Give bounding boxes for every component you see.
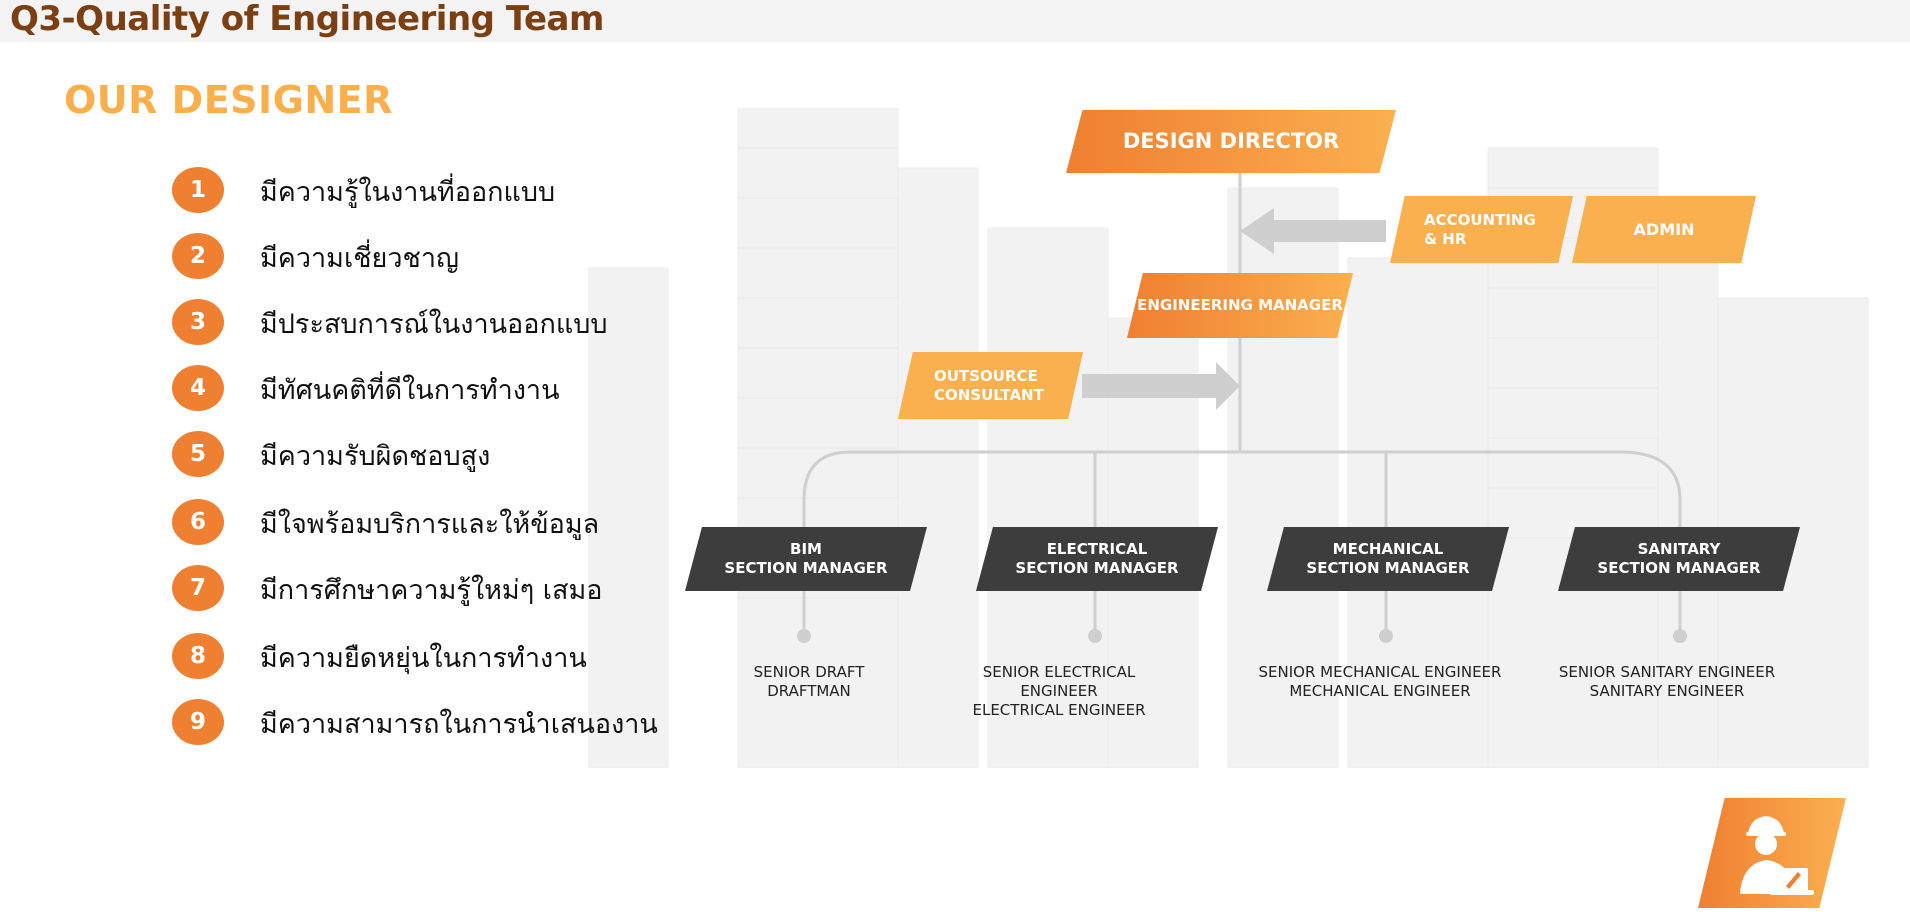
corner-badge bbox=[1698, 798, 1846, 908]
quality-text: มีความยืดหยุ่นในการทำงาน bbox=[260, 643, 587, 674]
electrical-section-box: ELECTRICAL SECTION MANAGER bbox=[976, 527, 1218, 591]
box-label: SANITARY SECTION MANAGER bbox=[1597, 540, 1761, 577]
page-title: Q3-Quality of Engineering Team bbox=[10, 0, 604, 39]
quality-text: มีใจพร้อมบริการและให้ข้อมูล bbox=[260, 509, 600, 540]
quality-text: มีความสามารถในการนำเสนองาน bbox=[260, 709, 658, 740]
box-label: ENGINEERING MANAGER bbox=[1137, 296, 1343, 315]
sanitary-roles-text: SENIOR SANITARY ENGINEER SANITARY ENGINE… bbox=[1558, 663, 1776, 700]
list-item: 8 มีความยืดหยุ่นในการทำงาน bbox=[172, 630, 692, 682]
quality-text: มีความเชี่ยวชาญ bbox=[260, 243, 460, 274]
box-label: ACCOUNTING & HR bbox=[1424, 210, 1536, 248]
list-item: 5 มีความรับผิดชอบสูง bbox=[172, 428, 692, 480]
box-label: ADMIN bbox=[1633, 219, 1695, 239]
quality-text: มีการศึกษาความรู้ใหม่ๆ เสมอ bbox=[260, 575, 603, 606]
box-label: MECHANICAL SECTION MANAGER bbox=[1306, 540, 1470, 577]
list-item: 3 มีประสบการณ์ในงานออกแบบ bbox=[172, 296, 692, 348]
list-item: 6 มีใจพร้อมบริการและให้ข้อมูล bbox=[172, 496, 692, 548]
outsource-consultant-box: OUTSOURCE CONSULTANT bbox=[898, 352, 1083, 419]
accounting-hr-box: ACCOUNTING & HR bbox=[1390, 196, 1573, 263]
quality-text: มีความรับผิดชอบสูง bbox=[260, 441, 491, 472]
header-bar: Q3-Quality of Engineering Team bbox=[0, 0, 1910, 42]
node-dot bbox=[1379, 629, 1393, 643]
quality-text: มีความรู้ในงานที่ออกแบบ bbox=[260, 177, 556, 208]
mechanical-roles-text: SENIOR MECHANICAL ENGINEER MECHANICAL EN… bbox=[1258, 663, 1502, 700]
quality-text: มีประสบการณ์ในงานออกแบบ bbox=[260, 309, 608, 340]
node-dot bbox=[797, 629, 811, 643]
node-dot bbox=[1673, 629, 1687, 643]
mechanical-section-box: MECHANICAL SECTION MANAGER bbox=[1267, 527, 1509, 591]
engineer-laptop-icon bbox=[1740, 816, 1814, 895]
number-badge: 1 bbox=[172, 167, 224, 213]
number-badge: 9 bbox=[172, 699, 224, 745]
sanitary-section-box: SANITARY SECTION MANAGER bbox=[1558, 527, 1800, 591]
admin-box: ADMIN bbox=[1572, 196, 1756, 263]
quality-text: มีทัศนคติที่ดีในการทำงาน bbox=[260, 375, 560, 406]
bim-roles-text: SENIOR DRAFT DRAFTMAN bbox=[753, 663, 865, 700]
box-label: DESIGN DIRECTOR bbox=[1122, 129, 1340, 154]
node-dot bbox=[1088, 629, 1102, 643]
number-badge: 8 bbox=[172, 633, 224, 679]
list-item: 7 มีการศึกษาความรู้ใหม่ๆ เสมอ bbox=[172, 562, 692, 614]
list-item: 9 มีความสามารถในการนำเสนองาน bbox=[172, 696, 692, 748]
number-badge: 3 bbox=[172, 299, 224, 345]
number-badge: 2 bbox=[172, 233, 224, 279]
box-label: ELECTRICAL SECTION MANAGER bbox=[1015, 540, 1179, 577]
design-director-box: DESIGN DIRECTOR bbox=[1066, 110, 1396, 173]
electrical-roles-text: SENIOR ELECTRICAL ENGINEER ELECTRICAL EN… bbox=[972, 663, 1146, 719]
box-label: OUTSOURCE CONSULTANT bbox=[934, 366, 1044, 404]
section-title: OUR DESIGNER bbox=[64, 78, 393, 122]
list-item: 4 มีทัศนคติที่ดีในการทำงาน bbox=[172, 362, 692, 414]
list-item: 2 มีความเชี่ยวชาญ bbox=[172, 230, 692, 282]
engineering-manager-box: ENGINEERING MANAGER bbox=[1127, 273, 1353, 338]
box-label: BIM SECTION MANAGER bbox=[724, 540, 888, 577]
number-badge: 7 bbox=[172, 565, 224, 611]
branch-line bbox=[802, 450, 1240, 530]
arrow-left-icon bbox=[1240, 208, 1386, 254]
bim-section-box: BIM SECTION MANAGER bbox=[685, 527, 927, 591]
list-item: 1 มีความรู้ในงานที่ออกแบบ bbox=[172, 164, 692, 216]
arrow-right-icon bbox=[1082, 362, 1240, 410]
number-badge: 5 bbox=[172, 431, 224, 477]
number-badge: 4 bbox=[172, 365, 224, 411]
branch-line bbox=[1240, 450, 1682, 530]
number-badge: 6 bbox=[172, 499, 224, 545]
